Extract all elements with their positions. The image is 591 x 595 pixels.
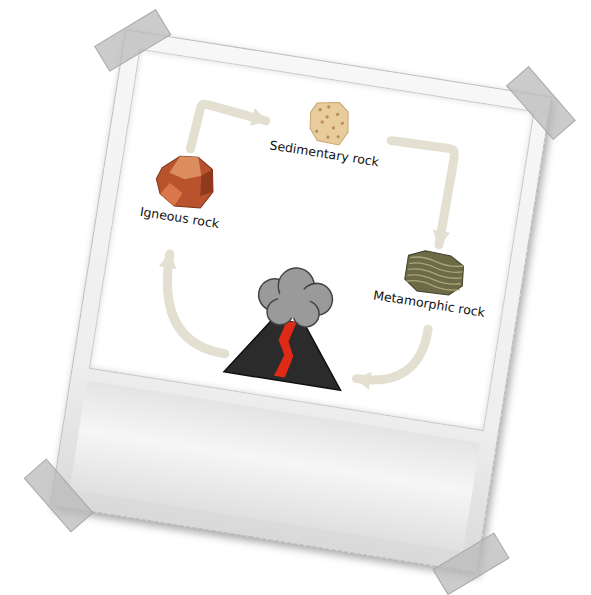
volcano-symbol xyxy=(224,259,358,390)
rock-cycle-illustration xyxy=(51,30,551,571)
cycle-arrow xyxy=(376,139,455,245)
cycle-arrow xyxy=(190,103,266,160)
rock-picture xyxy=(150,149,220,214)
rock-picture xyxy=(303,96,356,149)
connector-layer xyxy=(51,30,551,571)
cycle-arrow xyxy=(156,254,239,354)
rock-node: Igneous rock xyxy=(136,147,232,233)
cycle-arrow xyxy=(357,319,429,388)
polaroid-frame: Sedimentary rockIgneous rockMetamorphic … xyxy=(50,29,552,573)
